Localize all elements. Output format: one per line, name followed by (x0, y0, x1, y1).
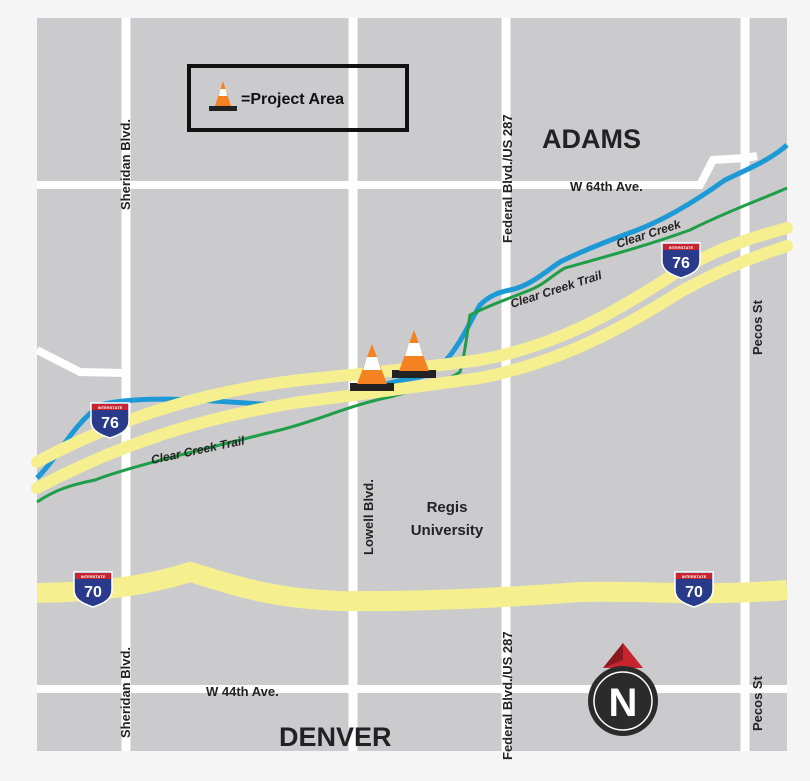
project-area-cone-west (350, 344, 394, 391)
denver-county-label: DENVER (279, 722, 392, 752)
interstate-70-shield-east: INTERSTATE 70 (674, 571, 714, 608)
shield-header: INTERSTATE (669, 245, 694, 250)
i70-west-number: 70 (84, 584, 102, 601)
interstate-76-shield-east: INTERSTATE 76 (661, 242, 701, 279)
legend: =Project Area (187, 64, 409, 132)
interstate-76-shield-west: INTERSTATE 76 (90, 402, 130, 439)
regis-university-label-line1: Regis (427, 499, 468, 516)
sheridan-blvd-label-south: Sheridan Blvd. (118, 647, 133, 738)
traffic-cone-icon (209, 81, 237, 111)
interstate-76-lane-south (31, 240, 793, 494)
pecos-st-label-north: Pecos St (750, 299, 765, 355)
shield-header: INTERSTATE (682, 574, 707, 579)
w-64th-ave-label: W 64th Ave. (570, 179, 643, 194)
i76-east-number: 76 (672, 255, 690, 272)
legend-frame (187, 64, 409, 132)
pecos-st-label-south: Pecos St (750, 675, 765, 731)
federal-blvd-label-south: Federal Blvd./US 287 (500, 631, 515, 760)
lowell-blvd-label: Lowell Blvd. (361, 479, 376, 555)
regis-university-label-line2: University (411, 522, 484, 539)
w-44th-ave-label: W 44th Ave. (206, 684, 279, 699)
shield-header: INTERSTATE (98, 405, 123, 410)
project-area-cone-east (392, 330, 436, 378)
compass-letter: N (609, 681, 638, 725)
interstate-70-highway (36, 561, 788, 612)
legend-label: =Project Area (241, 91, 344, 108)
shield-header: INTERSTATE (81, 574, 106, 579)
west-connector-road (35, 346, 125, 377)
federal-blvd-label-north: Federal Blvd./US 287 (500, 114, 515, 243)
w-64th-ave-road (37, 152, 758, 189)
interstate-70-shield-west: INTERSTATE 70 (73, 571, 113, 608)
sheridan-blvd-label-north: Sheridan Blvd. (118, 119, 133, 210)
i76-west-number: 76 (101, 415, 119, 432)
clear-creek-trail-path (36, 186, 788, 504)
i70-east-number: 70 (685, 584, 703, 601)
adams-county-label: ADAMS (542, 124, 641, 154)
north-arrow-icon: N (588, 643, 658, 736)
